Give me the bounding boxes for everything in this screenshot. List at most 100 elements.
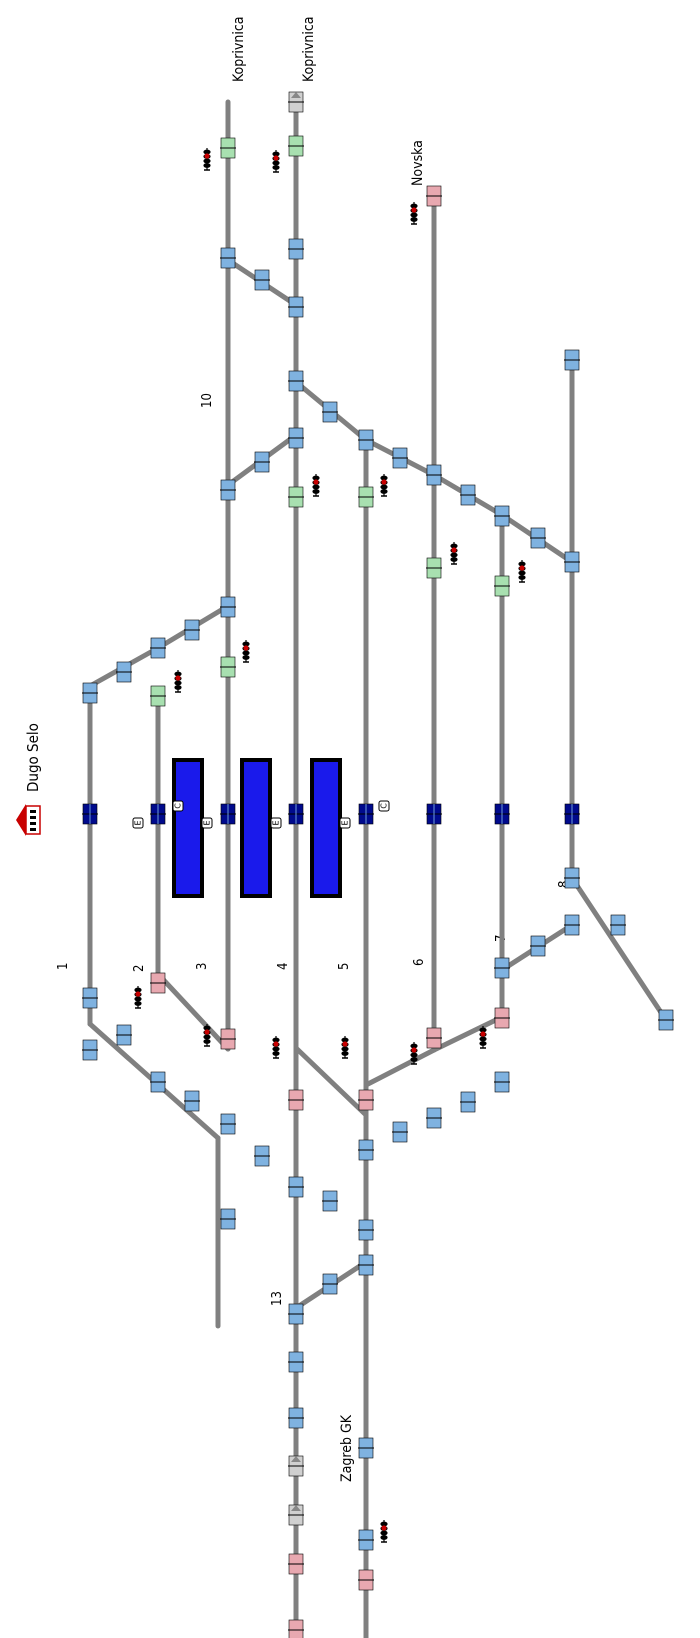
signal-icon <box>203 148 211 171</box>
building-window <box>30 810 36 813</box>
block-section-free <box>460 1091 476 1113</box>
block-section-inactive <box>288 1455 304 1477</box>
block-section-free <box>288 296 304 318</box>
block-section-clear <box>220 656 236 678</box>
track-segment <box>155 971 231 1052</box>
signal-lamp <box>272 1051 280 1056</box>
block-section-stop <box>358 1569 374 1591</box>
block-section-free <box>150 637 166 659</box>
signal-head <box>313 479 319 485</box>
signal-lamp <box>203 1034 211 1040</box>
signal-lamp <box>341 1046 349 1052</box>
signal-lamp <box>203 149 211 155</box>
block-section-free <box>184 619 200 641</box>
block-section-station <box>564 803 580 825</box>
signal-icon <box>272 150 280 173</box>
signal-lamp <box>479 1027 487 1033</box>
block-section-stop <box>426 1027 442 1049</box>
block-section-free <box>288 1303 304 1325</box>
signal-lamp <box>479 1036 487 1042</box>
signal-lamp <box>312 475 320 481</box>
platform-tag-e: E <box>201 817 213 829</box>
building-roof <box>16 804 26 836</box>
block-section-stop <box>288 1553 304 1575</box>
signal-lamp <box>380 1535 388 1540</box>
block-section-stop <box>494 1007 510 1029</box>
block-section-free <box>358 1254 374 1276</box>
signal-lamp <box>272 1046 280 1052</box>
platform-occupied <box>176 762 200 894</box>
signal-lamp <box>518 570 526 576</box>
signal-icon <box>410 202 418 225</box>
platform-occupied <box>244 762 268 894</box>
signal-lamp <box>450 552 458 558</box>
signal-lamp <box>450 543 458 549</box>
block-section-free <box>254 451 270 473</box>
signal-icon <box>272 1036 280 1059</box>
block-section-free <box>288 1176 304 1198</box>
arrow-icon <box>291 1456 301 1462</box>
block-section-free <box>220 1113 236 1135</box>
arrow-icon <box>291 92 301 98</box>
signal-lamp <box>341 1051 349 1056</box>
signal-icon <box>341 1036 349 1059</box>
signal-lamp <box>312 489 320 494</box>
block-section-free <box>322 1190 338 1212</box>
block-section-free <box>288 1351 304 1373</box>
tag-box <box>378 800 390 812</box>
signal-lamp <box>174 680 182 686</box>
block-section-clear <box>358 486 374 508</box>
block-section-free <box>358 1437 374 1459</box>
signal-lamp <box>134 996 142 1002</box>
track-number-5: 5 <box>337 963 352 970</box>
signal-lamp <box>272 160 280 166</box>
track-segment <box>293 1045 369 1118</box>
block-section-free <box>358 1139 374 1161</box>
signal-lamp <box>272 151 280 157</box>
block-section-free <box>150 1071 166 1093</box>
track-number-1: 1 <box>56 963 71 970</box>
block-section-free <box>220 479 236 501</box>
block-section-free <box>530 935 546 957</box>
signal-icon <box>174 670 182 693</box>
tag-letter: E <box>134 820 143 825</box>
signal-icon <box>242 640 250 663</box>
signal-icon <box>479 1026 487 1049</box>
platform-tag-c: C <box>378 800 390 812</box>
track-number-3: 3 <box>195 963 210 970</box>
block-section-free <box>220 596 236 618</box>
block-section-free <box>116 661 132 683</box>
signal-head <box>480 1031 486 1037</box>
signal-lamp <box>380 1521 388 1527</box>
platform-tag-e: E <box>339 817 351 829</box>
signal-lamp <box>242 650 250 656</box>
signal-icon <box>312 474 320 497</box>
block-section-free <box>220 247 236 269</box>
signals <box>134 148 526 1543</box>
signal-lamp <box>380 484 388 490</box>
signal-lamp <box>203 163 211 168</box>
tag-box <box>201 817 213 829</box>
signal-head <box>451 547 457 553</box>
block-section-station <box>288 803 304 825</box>
block-section-free <box>426 464 442 486</box>
building-window <box>30 822 36 825</box>
signal-lamp <box>272 1037 280 1043</box>
signal-head <box>243 645 249 651</box>
signal-icon <box>410 1042 418 1065</box>
block-section-free <box>358 1219 374 1241</box>
signal-head <box>411 207 417 213</box>
signal-icon <box>518 560 526 583</box>
block-section-free <box>288 427 304 449</box>
signal-lamp <box>410 1043 418 1049</box>
block-section-clear <box>426 557 442 579</box>
destination-zagreb: Zagreb GK <box>339 1414 355 1482</box>
platform-tag-e: E <box>132 817 144 829</box>
signal-lamp <box>380 1530 388 1536</box>
block-section-stop <box>220 1028 236 1050</box>
tag-box <box>270 817 282 829</box>
signal-lamp <box>203 158 211 164</box>
tag-box <box>172 800 184 812</box>
signal-head <box>135 991 141 997</box>
signal-lamp <box>134 1001 142 1006</box>
